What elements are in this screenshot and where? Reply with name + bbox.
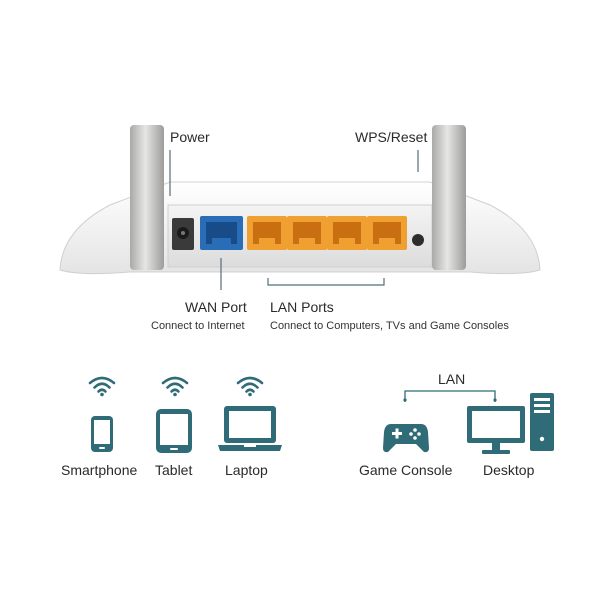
lan-group-bracket	[403, 390, 497, 402]
router-illustration	[0, 0, 600, 290]
wan-port-label: WAN Port	[185, 299, 247, 315]
lan-ports-label: LAN Ports	[270, 299, 334, 315]
laptop-icon	[218, 406, 282, 451]
wifi-icon	[236, 376, 264, 397]
game-console-icon	[383, 424, 429, 453]
wan-port	[200, 216, 243, 250]
lan-port-4	[367, 216, 407, 250]
lan-group-label: LAN	[438, 371, 466, 387]
device-label-smartphone: Smartphone	[61, 462, 138, 478]
lan-port-2	[287, 216, 327, 250]
desktop-icon	[467, 406, 525, 454]
wps-reset-button	[412, 234, 424, 246]
wps-reset-label: WPS/Reset	[355, 129, 428, 145]
wifi-icon	[88, 376, 116, 397]
lan-port-1	[247, 216, 287, 250]
power-label: Power	[170, 129, 210, 145]
device-label-tablet: Tablet	[155, 462, 193, 478]
smartphone-icon	[91, 416, 113, 452]
antenna-right	[432, 125, 466, 270]
lan-bracket	[267, 278, 385, 286]
device-label-desktop: Desktop	[483, 462, 535, 478]
wan-port-description: Connect to Internet	[151, 320, 245, 332]
lan-port-3	[327, 216, 367, 250]
antenna-left	[130, 125, 164, 270]
device-label-laptop: Laptop	[225, 462, 268, 478]
wifi-icon	[161, 376, 189, 397]
device-label-game-console: Game Console	[359, 462, 453, 478]
tablet-icon	[156, 409, 192, 453]
lan-ports-description: Connect to Computers, TVs and Game Conso…	[270, 320, 509, 332]
pc-tower-icon	[530, 393, 554, 451]
